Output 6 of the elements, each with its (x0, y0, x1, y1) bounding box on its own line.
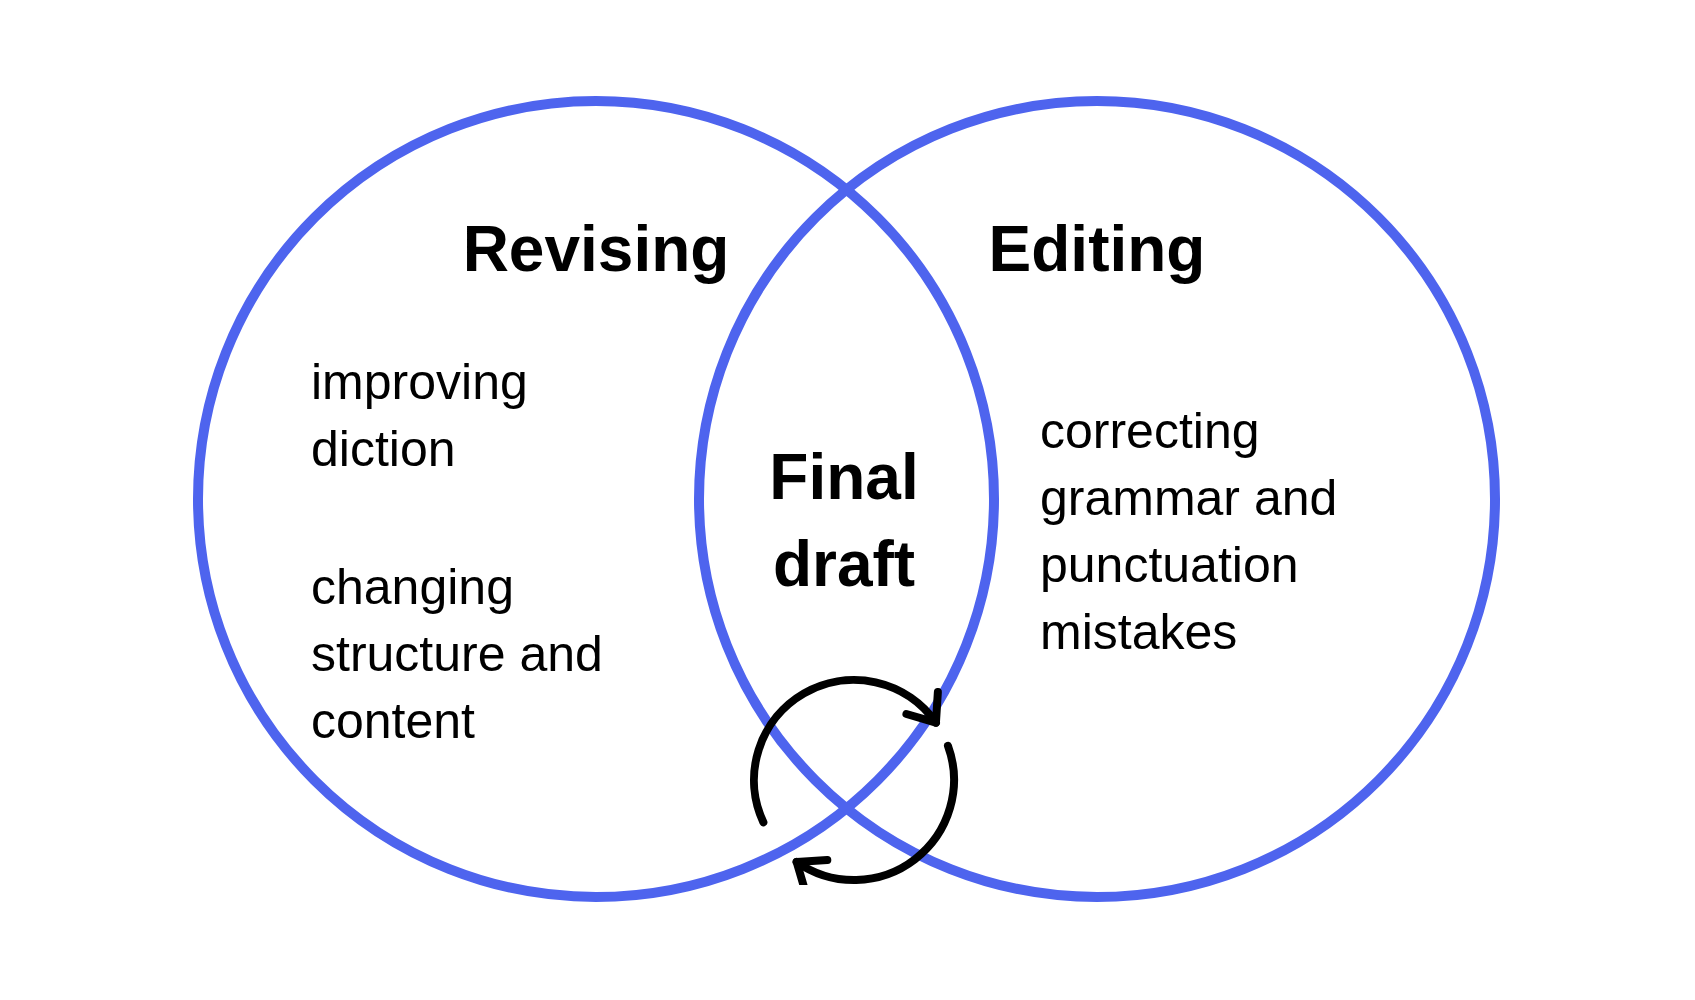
description-text: correcting grammar and punctuation mistakes (1040, 402, 1339, 662)
circle-heading: Editing (987, 212, 1207, 287)
circle-heading: Revising (461, 212, 731, 287)
description-text: changing structure and content (311, 558, 604, 751)
overlap-label: Final draft (768, 440, 920, 602)
description-text: improving diction (311, 353, 529, 479)
